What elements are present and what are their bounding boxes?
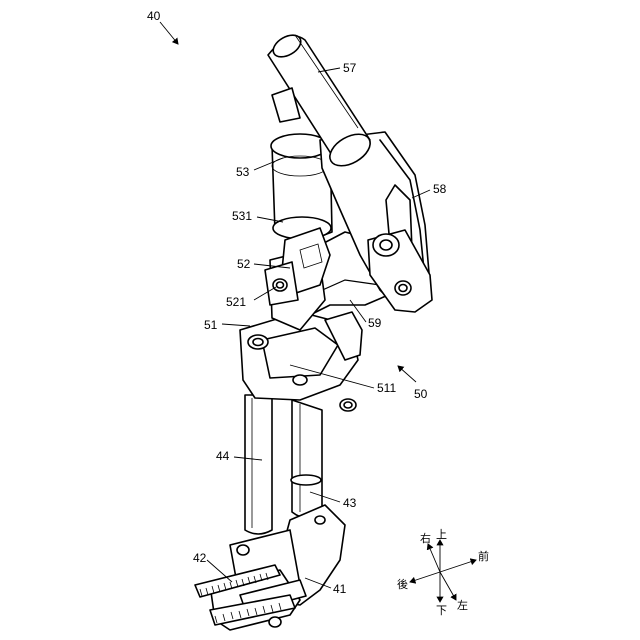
dir-front: 前 bbox=[478, 549, 489, 563]
label-44: 44 bbox=[216, 449, 230, 463]
label-59: 59 bbox=[368, 316, 382, 330]
dir-down: 下 bbox=[436, 604, 447, 617]
label-43: 43 bbox=[343, 496, 357, 510]
dir-back: 後 bbox=[397, 577, 408, 591]
label-40: 40 bbox=[147, 9, 161, 23]
dir-right: 右 bbox=[420, 531, 431, 545]
label-58: 58 bbox=[433, 182, 447, 196]
rod-44 bbox=[245, 395, 272, 534]
label-42: 42 bbox=[193, 551, 207, 565]
label-50: 50 bbox=[414, 387, 428, 401]
rod-43 bbox=[291, 400, 322, 518]
label-531: 531 bbox=[232, 209, 252, 223]
direction-indicator: 上 下 前 後 右 左 bbox=[397, 528, 489, 617]
label-511: 511 bbox=[377, 381, 396, 395]
label-521: 521 bbox=[226, 295, 246, 309]
label-57: 57 bbox=[343, 61, 357, 75]
label-52: 52 bbox=[237, 257, 251, 271]
dir-left: 左 bbox=[457, 599, 468, 612]
label-53: 53 bbox=[236, 165, 250, 179]
label-51: 51 bbox=[204, 318, 218, 332]
dir-up: 上 bbox=[436, 528, 447, 541]
label-41: 41 bbox=[333, 582, 347, 596]
